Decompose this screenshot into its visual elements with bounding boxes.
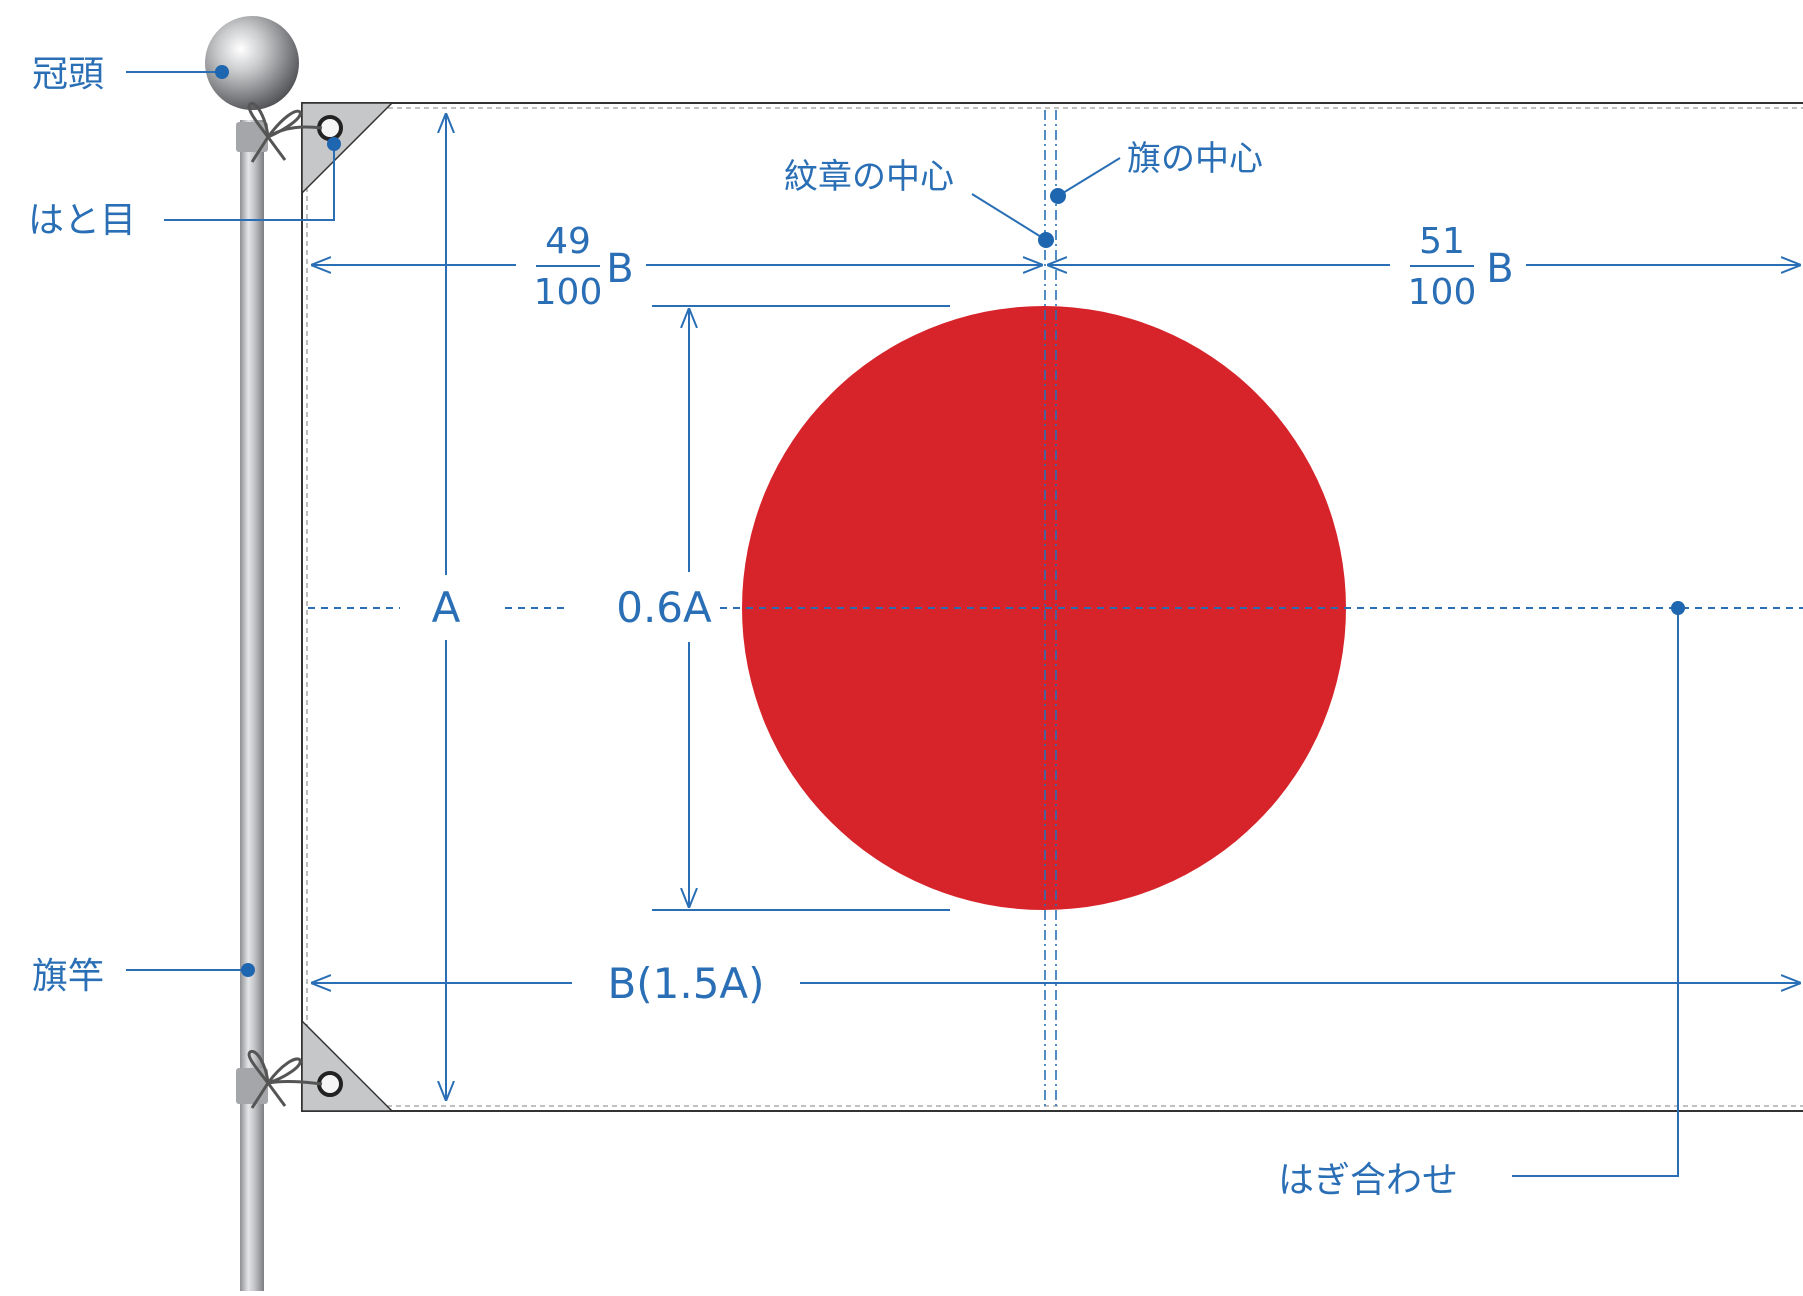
flag-center-label: 旗の中心 xyxy=(1127,139,1263,179)
callout-seam: はぎ合わせ xyxy=(1278,601,1685,1201)
pole-marker xyxy=(241,963,255,977)
grommet-bottom-icon xyxy=(317,1071,343,1097)
left-part-numerator: 49 xyxy=(545,221,591,262)
pole-shaft xyxy=(240,120,264,1291)
seam-leader xyxy=(1512,608,1679,1177)
disc-diameter-label: 0.6A xyxy=(616,583,712,632)
dimension-b-label: B(1.5A) xyxy=(607,959,764,1008)
hinomaru-disc xyxy=(742,306,1346,910)
callout-flag-center: 旗の中心 xyxy=(1050,139,1263,204)
right-part-unit: B xyxy=(1486,246,1513,292)
finial-ball xyxy=(205,16,299,110)
flag-center-leader xyxy=(1057,157,1121,197)
finial-marker xyxy=(215,65,229,79)
right-part-denominator: 100 xyxy=(1408,272,1477,313)
callout-pole: 旗竿 xyxy=(32,956,255,997)
emblem-center-leader xyxy=(971,193,1047,241)
left-part-unit: B xyxy=(606,246,633,292)
finial-label: 冠頭 xyxy=(32,54,104,95)
callout-finial: 冠頭 xyxy=(32,54,229,95)
dimension-a: A xyxy=(432,113,461,1101)
grommet-top-icon xyxy=(317,115,343,141)
dimension-right-part: 51 100 B xyxy=(1047,221,1801,313)
grommet-marker xyxy=(327,137,341,151)
dimension-left-part: 49 100 B xyxy=(311,221,1043,313)
dimension-b: B(1.5A) xyxy=(311,959,1801,1008)
left-part-denominator: 100 xyxy=(534,272,603,313)
seam-marker xyxy=(1671,601,1685,615)
callout-grommet: はと目 xyxy=(28,137,341,241)
flag-center-marker xyxy=(1050,188,1066,204)
grommet-label: はと目 xyxy=(28,200,136,241)
emblem-center-label: 紋章の中心 xyxy=(784,157,954,197)
dimension-disc-diameter: 0.6A xyxy=(616,305,950,911)
emblem-center-marker xyxy=(1038,232,1054,248)
flag-pole xyxy=(205,16,299,1291)
pole-label: 旗竿 xyxy=(32,956,104,997)
pole-clamp-top xyxy=(236,122,268,152)
rope-tie-top-icon xyxy=(247,101,323,163)
grommet-leader xyxy=(164,144,335,221)
pole-clamp-bottom xyxy=(236,1068,268,1104)
callout-emblem-center: 紋章の中心 xyxy=(784,157,1054,248)
rope-tie-bottom-icon xyxy=(247,1049,323,1109)
dimension-a-label: A xyxy=(432,583,461,632)
right-part-numerator: 51 xyxy=(1419,221,1465,262)
seam-label: はぎ合わせ xyxy=(1278,1160,1458,1201)
flag-stitching xyxy=(306,107,1803,1107)
